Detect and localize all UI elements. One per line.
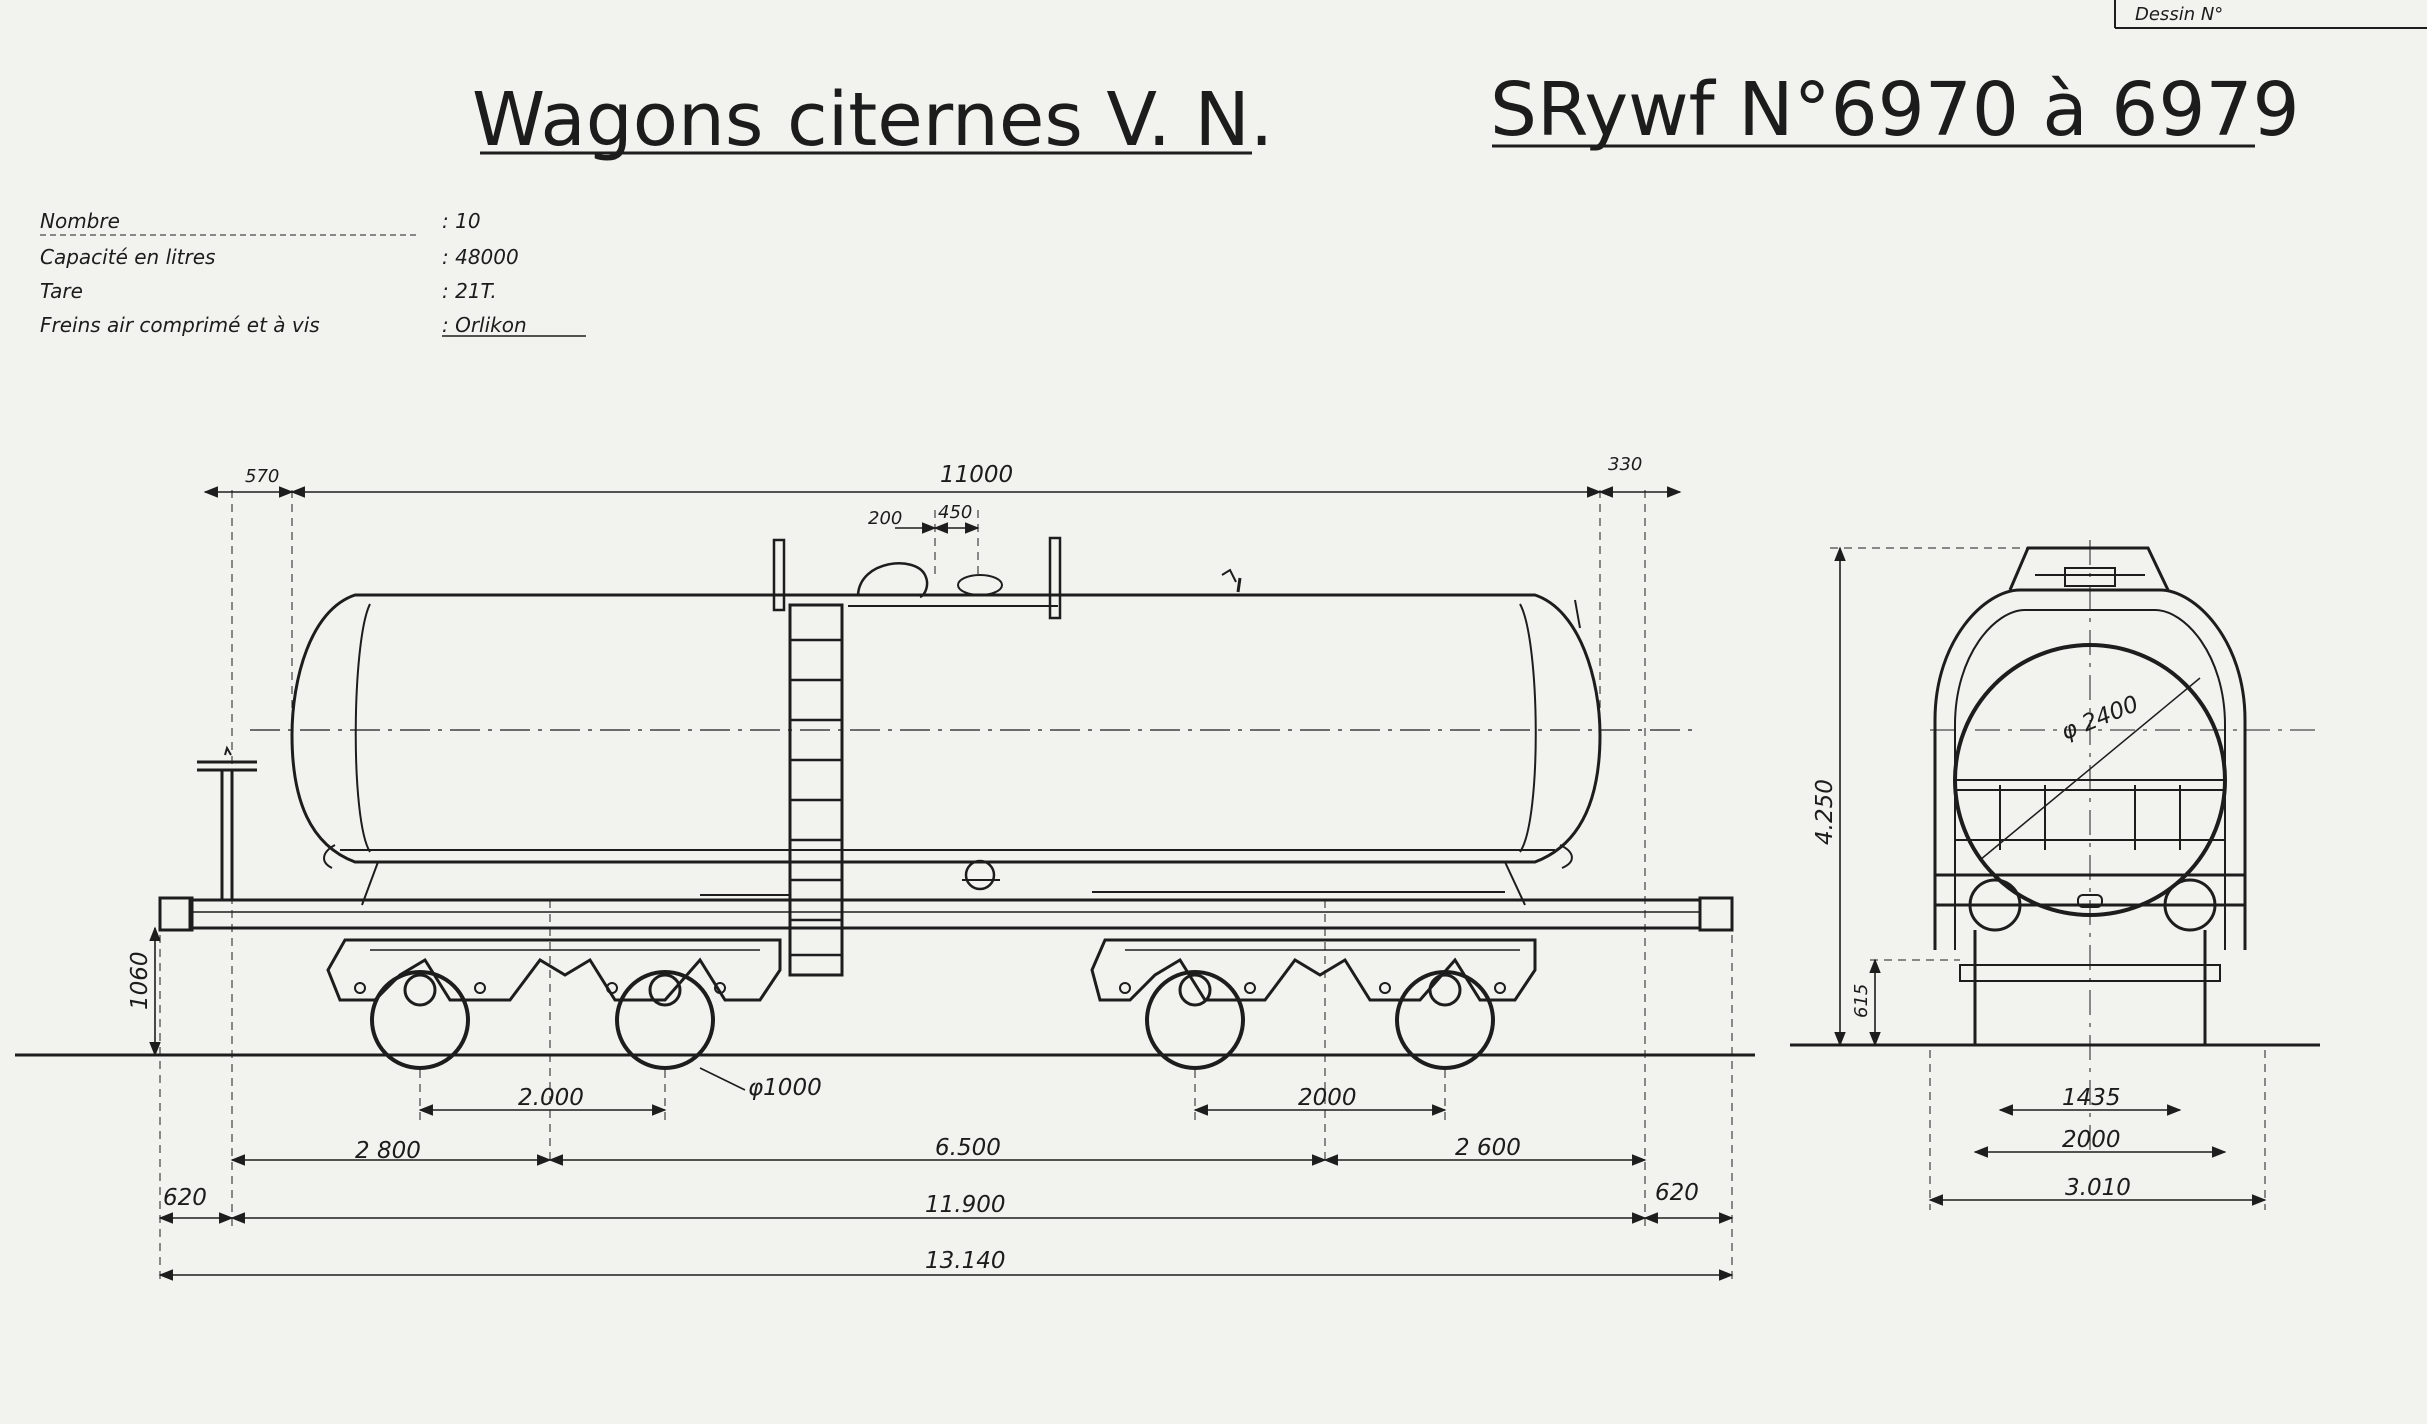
dim-frame-height: 615 <box>1851 984 1872 1018</box>
dim-overhang-left: 570 <box>245 466 279 487</box>
spec-value-tare: : 21T. <box>442 279 497 303</box>
dim-bogie-wheelbase-left: 2.000 <box>518 1085 584 1111</box>
drawing-ref-box: Dessin N° <box>2114 0 2427 29</box>
dim-end-left: 2 800 <box>355 1138 421 1164</box>
ladder <box>788 603 844 977</box>
spec-label-count: Nombre <box>40 209 120 233</box>
end-view: φ 2400 4.250 615 1435 2000 3.010 <box>1790 540 2320 1210</box>
underframe <box>158 745 1734 932</box>
side-dimension-texts: 570 11000 330 200 450 1060 2.000 φ1000 2… <box>127 454 1699 1274</box>
dim-buffer-height: 1060 <box>127 951 153 1010</box>
dim-bogie-wheelbase-right: 2000 <box>1298 1085 1357 1111</box>
dim-overhang-right: 330 <box>1608 454 1642 475</box>
spec-value-count: : 10 <box>442 209 481 233</box>
dim-end-right: 2 600 <box>1455 1135 1521 1161</box>
dim-total-height: 4.250 <box>1812 779 1838 845</box>
dim-dome-a: 200 <box>868 508 902 529</box>
dim-frame-length: 11.900 <box>925 1192 1005 1218</box>
spec-label-capacity: Capacité en litres <box>40 245 215 269</box>
bogie-right <box>1090 938 1537 1070</box>
spec-value-capacity: : 48000 <box>442 245 519 269</box>
dim-gauge: 1435 <box>2062 1085 2121 1111</box>
side-dimension-lines <box>149 486 1734 1281</box>
bogie-left <box>326 938 782 1070</box>
spec-label-tare: Tare <box>40 279 83 303</box>
dim-overall-width: 3.010 <box>2065 1175 2131 1201</box>
title-block: Wagons citernes V. N. SRywf N°6970 à 697… <box>472 67 2300 163</box>
dim-dome-b: 450 <box>938 502 972 523</box>
drawing-ref: Dessin N° <box>2135 4 2223 25</box>
title-right: SRywf N°6970 à 6979 <box>1490 67 2300 153</box>
dim-wheel-diameter: φ1000 <box>748 1075 822 1101</box>
title-left: Wagons citernes V. N. <box>472 77 1273 163</box>
dim-buffer-right: 620 <box>1655 1180 1699 1206</box>
dim-buffer-left: 620 <box>163 1185 207 1211</box>
dim-tank-length: 11000 <box>940 462 1013 488</box>
spec-value-brakes: : Orlikon <box>442 313 527 337</box>
dim-overall-length: 13.140 <box>925 1248 1005 1274</box>
dim-bogie-width: 2000 <box>2062 1127 2121 1153</box>
spec-table: Nombre : 10 Capacité en litres : 48000 T… <box>40 209 586 337</box>
dim-tank-diameter: φ 2400 <box>2058 691 2143 745</box>
side-view: 570 11000 330 200 450 1060 2.000 φ1000 2… <box>15 454 1755 1285</box>
tank <box>290 536 1602 906</box>
dim-bogie-centres: 6.500 <box>935 1135 1001 1161</box>
spec-label-brakes: Freins air comprimé et à vis <box>40 313 320 337</box>
extension-lines <box>159 490 1733 1285</box>
